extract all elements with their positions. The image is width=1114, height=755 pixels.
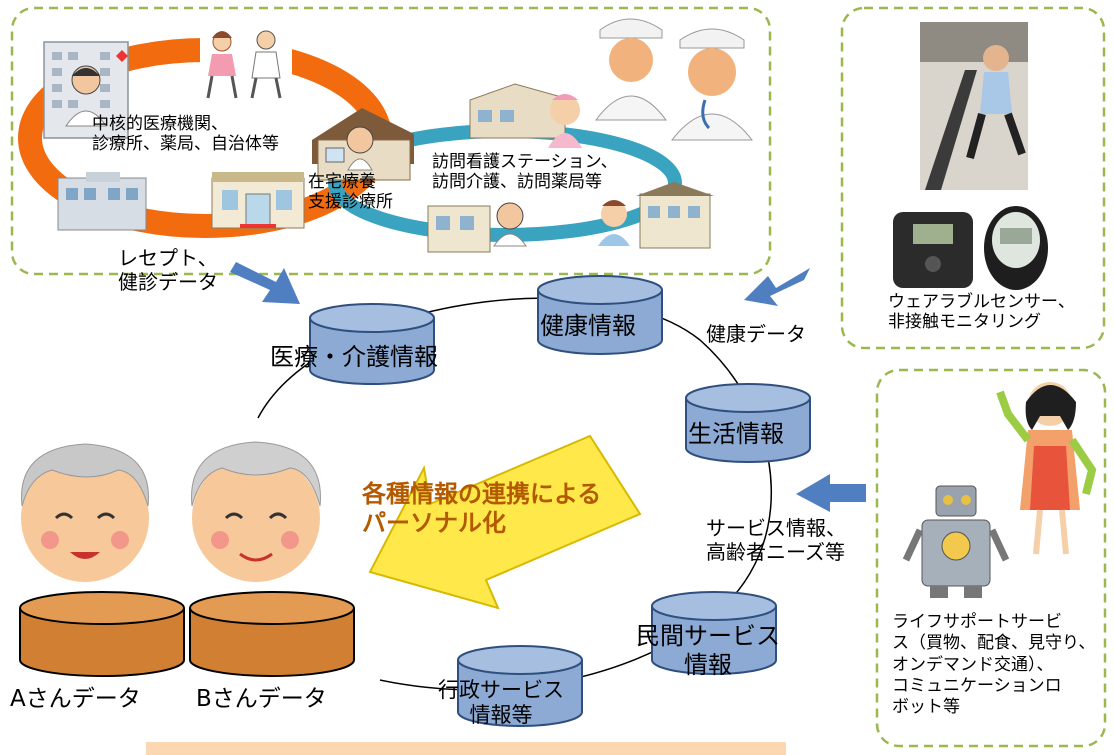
sensor-group-box xyxy=(840,6,1106,350)
sensors-label: ウェアラブルセンサー、 非接触モニタリング xyxy=(888,292,1075,333)
health-data-flow-label: 健康データ xyxy=(706,322,806,346)
life-db-label: 生活情報 xyxy=(688,420,784,448)
health-database xyxy=(537,275,663,355)
visiting-clinic-icon xyxy=(427,202,527,253)
personalization-arrow xyxy=(368,434,642,610)
personalization-message: 各種情報の連携による パーソナル化 xyxy=(362,480,602,537)
patient-doctor-icon xyxy=(200,28,292,104)
apartment-caregiver-icon xyxy=(598,182,714,249)
home-clinic-icon xyxy=(312,108,414,181)
pedometer-icon xyxy=(984,206,1048,290)
medical-care-database xyxy=(309,303,435,385)
elderly-face-icon xyxy=(191,441,321,582)
person-a-data-cylinder xyxy=(19,591,185,677)
person-b-data-cylinder xyxy=(189,591,355,677)
doctors-icon xyxy=(595,18,754,141)
medical-group-box xyxy=(10,6,772,276)
life-support-label: ライフサポートサービ ス（買物、配食、見守り、 オンデマンド交通）、 コミュニケ… xyxy=(892,612,1096,717)
service-info-flow-label: サービス情報、 高齢者ニーズ等 xyxy=(706,516,846,564)
nursing-station-icon xyxy=(469,83,582,148)
core-institutions-label: 中核的医療機関、 診療所、薬局、自治体等 xyxy=(92,114,279,155)
running-woman-photo xyxy=(920,22,1028,190)
person-a-data-label: Aさんデータ xyxy=(10,686,141,712)
person-b-data-label: Bさんデータ xyxy=(196,686,327,712)
health-db-label: 健康情報 xyxy=(540,312,636,340)
medical-care-db-label: 医療・介護情報 xyxy=(270,343,438,371)
scale-device-icon xyxy=(893,212,973,288)
private-service-database xyxy=(651,591,777,675)
elderly-face-icon xyxy=(21,443,149,582)
hospital-icon xyxy=(43,41,129,139)
receipt-flow-arrow xyxy=(230,262,300,304)
private-service-db-label: 民間サービス 情報 xyxy=(636,622,780,679)
receipt-flow-label: レセプト、 健診データ xyxy=(118,246,218,294)
home-clinic-label: 在宅療養 支援診療所 xyxy=(308,172,393,213)
service-info-flow-arrow xyxy=(796,474,866,512)
life-database xyxy=(685,383,811,463)
bottom-band xyxy=(146,742,786,755)
robot-icon xyxy=(902,485,1010,598)
health-data-flow-arrow xyxy=(744,268,810,306)
admin-service-db-label: 行政サービス 情報等 xyxy=(438,678,564,728)
helper-woman-icon xyxy=(996,382,1097,555)
admin-service-database xyxy=(457,645,583,727)
life-support-group-box xyxy=(875,368,1107,748)
pharmacy-icon xyxy=(211,172,305,229)
office-building-icon xyxy=(57,172,147,231)
visiting-services-label: 訪問看護ステーション、 訪問介護、訪問薬局等 xyxy=(432,152,618,193)
